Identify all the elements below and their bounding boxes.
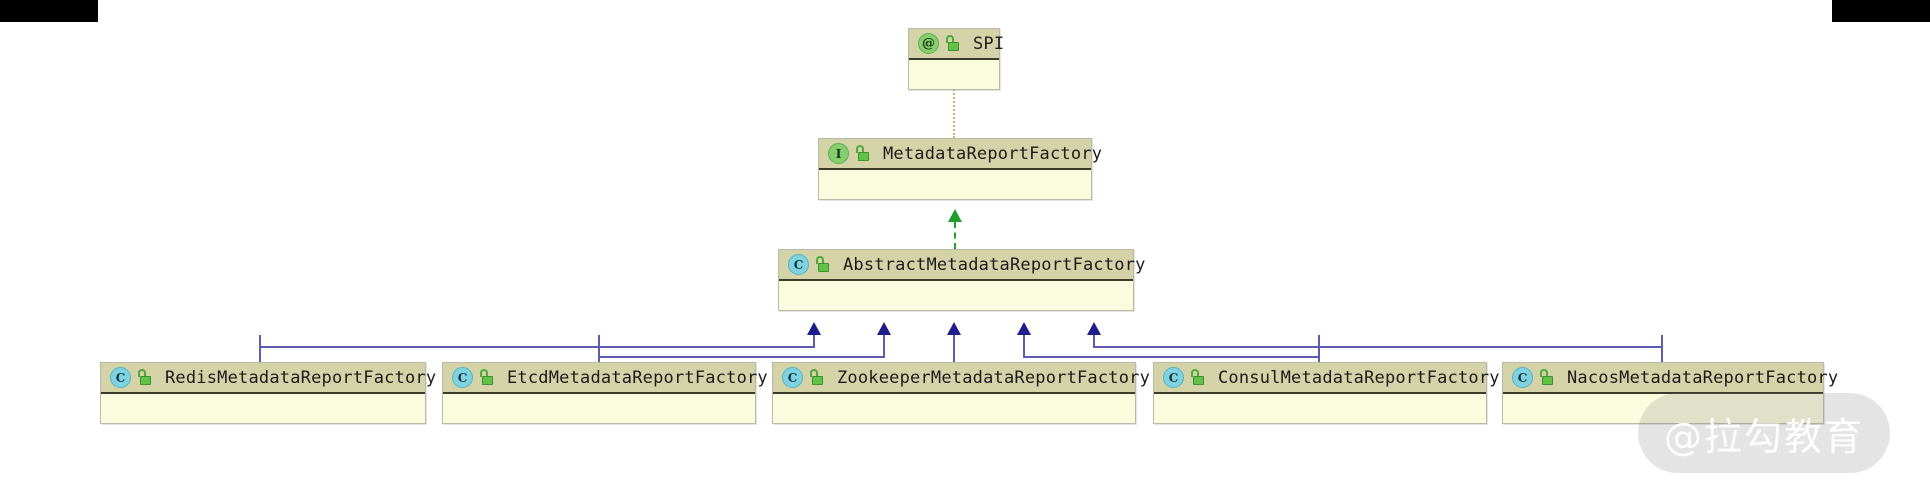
node-zookeeper-metadata-report-factory[interactable]: C ZookeeperMetadataReportFactory: [772, 362, 1150, 424]
letterbox-bar-left: [0, 0, 98, 22]
node-metadata-report-factory-body: [819, 170, 1091, 199]
node-consul-metadata-report-factory-header: C ConsulMetadataReportFactory: [1154, 363, 1500, 394]
node-abstract-metadata-report-factory-header: C AbstractMetadataReportFactory: [779, 250, 1145, 281]
edge-nacos-extends-drop: [1661, 335, 1663, 362]
unlocked-padlock-icon: [814, 256, 829, 273]
edge-etcd-extends-stub: [883, 335, 885, 358]
node-redis-metadata-report-factory-title: RedisMetadataReportFactory: [165, 367, 437, 388]
class-icon: C: [782, 367, 803, 388]
edge-consul-extends-arrow: [1017, 322, 1031, 335]
node-nacos-metadata-report-factory-body: [1503, 394, 1823, 423]
node-redis-metadata-report-factory-body: [101, 394, 425, 423]
node-consul-metadata-report-factory-title: ConsulMetadataReportFactory: [1218, 367, 1500, 388]
node-redis-metadata-report-factory[interactable]: C RedisMetadataReportFactory: [100, 362, 436, 424]
node-etcd-metadata-report-factory-header: C EtcdMetadataReportFactory: [443, 363, 768, 394]
edge-etcd-extends-run: [598, 356, 885, 358]
edge-consul-extends-stub: [1023, 335, 1025, 358]
edge-nacos-extends-stub: [1093, 335, 1095, 348]
edge-redis-extends-stub: [813, 335, 815, 348]
edge-etcd-extends-arrow: [877, 322, 891, 335]
unlocked-padlock-icon: [808, 369, 823, 386]
node-spi-body: [909, 60, 999, 89]
edge-redis-extends-top: [259, 335, 260, 337]
class-icon: C: [1163, 367, 1184, 388]
node-zookeeper-metadata-report-factory-title: ZookeeperMetadataReportFactory: [837, 367, 1151, 388]
class-icon: C: [452, 367, 473, 388]
edge-nacos-extends-run: [1093, 346, 1663, 348]
node-metadata-report-factory[interactable]: I MetadataReportFactory: [818, 138, 1102, 200]
edge-redis-extends-run: [259, 346, 815, 348]
node-abstract-metadata-report-factory-title: AbstractMetadataReportFactory: [843, 254, 1146, 275]
node-etcd-metadata-report-factory-title: EtcdMetadataReportFactory: [507, 367, 768, 388]
annotation-icon: @: [918, 33, 939, 54]
edge-zookeeper-extends-line: [953, 335, 955, 362]
edge-abstract-implements-interface-line: [954, 222, 956, 249]
edge-spi-to-interface: [953, 86, 955, 138]
edge-zookeeper-extends-arrow: [947, 322, 961, 335]
node-redis-metadata-report-factory-header: C RedisMetadataReportFactory: [101, 363, 436, 394]
node-abstract-metadata-report-factory-body: [779, 281, 1133, 310]
node-nacos-metadata-report-factory-title: NacosMetadataReportFactory: [1567, 367, 1839, 388]
unlocked-padlock-icon: [944, 35, 959, 52]
edge-etcd-extends-drop: [598, 335, 600, 362]
unlocked-padlock-icon: [854, 145, 869, 162]
node-metadata-report-factory-header: I MetadataReportFactory: [819, 139, 1102, 170]
node-spi[interactable]: @ SPI: [908, 28, 1004, 90]
unlocked-padlock-icon: [1538, 369, 1553, 386]
node-etcd-metadata-report-factory-body: [443, 394, 755, 423]
letterbox-bar-right: [1832, 0, 1930, 22]
class-icon: C: [788, 254, 809, 275]
node-consul-metadata-report-factory[interactable]: C ConsulMetadataReportFactory: [1153, 362, 1500, 424]
node-etcd-metadata-report-factory[interactable]: C EtcdMetadataReportFactory: [442, 362, 768, 424]
node-nacos-metadata-report-factory-header: C NacosMetadataReportFactory: [1503, 363, 1838, 394]
edge-abstract-implements-interface-arrow: [948, 209, 962, 222]
node-nacos-metadata-report-factory[interactable]: C NacosMetadataReportFactory: [1502, 362, 1838, 424]
node-zookeeper-metadata-report-factory-body: [773, 394, 1135, 423]
node-zookeeper-metadata-report-factory-header: C ZookeeperMetadataReportFactory: [773, 363, 1150, 394]
unlocked-padlock-icon: [136, 369, 151, 386]
unlocked-padlock-icon: [478, 369, 493, 386]
node-consul-metadata-report-factory-body: [1154, 394, 1486, 423]
node-metadata-report-factory-title: MetadataReportFactory: [883, 143, 1103, 164]
class-icon: C: [110, 367, 131, 388]
edge-consul-extends-run: [1023, 356, 1320, 358]
edge-redis-extends-arrow: [807, 322, 821, 335]
node-abstract-metadata-report-factory[interactable]: C AbstractMetadataReportFactory: [778, 249, 1145, 311]
edge-redis-extends-drop: [259, 335, 261, 362]
edge-consul-extends-drop: [1318, 335, 1320, 362]
interface-icon: I: [828, 143, 849, 164]
node-spi-title: SPI: [973, 33, 1005, 54]
node-spi-header: @ SPI: [909, 29, 1004, 60]
edge-nacos-extends-arrow: [1087, 322, 1101, 335]
class-icon: C: [1512, 367, 1533, 388]
unlocked-padlock-icon: [1189, 369, 1204, 386]
